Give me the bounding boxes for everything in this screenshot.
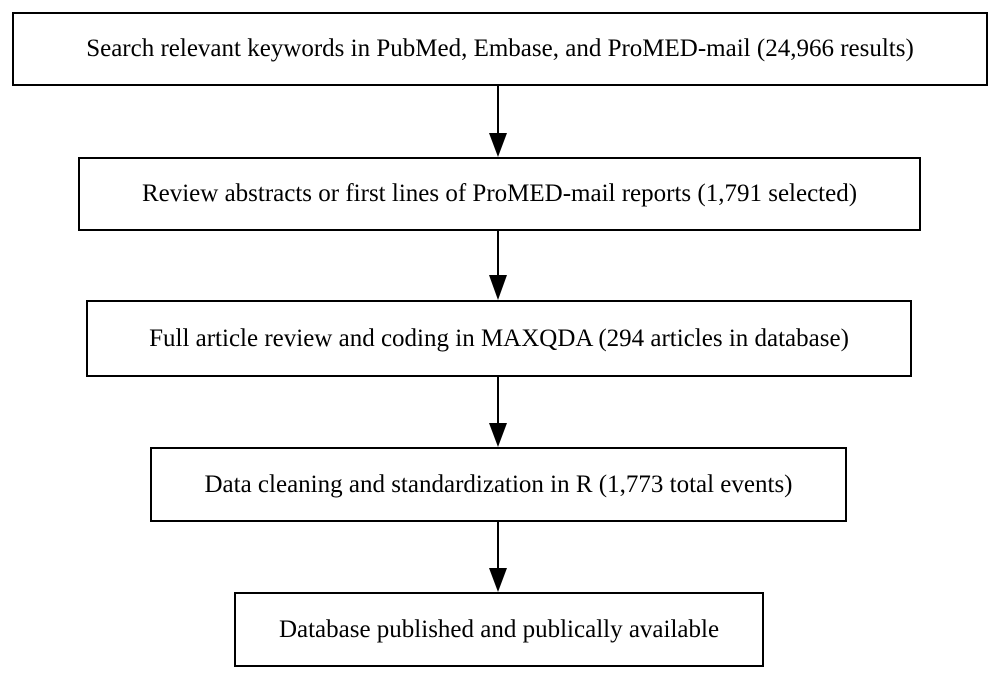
step-label: Database published and publically availa…	[278, 615, 720, 643]
step-search-keywords: Search relevant keywords in PubMed, Emba…	[12, 12, 988, 86]
step-label: Review abstracts or first lines of ProME…	[141, 180, 858, 207]
step-full-article-review: Full article review and coding in MAXQDA…	[86, 300, 912, 377]
arrow-3-to-4	[489, 376, 507, 447]
step-data-cleaning: Data cleaning and standardization in R (…	[150, 447, 847, 522]
arrow-4-to-5	[489, 521, 507, 592]
step-database-published: Database published and publically availa…	[234, 592, 764, 667]
step-label: Search relevant keywords in PubMed, Emba…	[86, 35, 914, 62]
step-label: Data cleaning and standardization in R (…	[204, 470, 793, 498]
arrow-2-to-3	[489, 230, 507, 300]
arrow-1-to-2	[489, 85, 507, 157]
step-label: Full article review and coding in MAXQDA…	[149, 324, 849, 352]
step-review-abstracts: Review abstracts or first lines of ProME…	[78, 157, 921, 231]
